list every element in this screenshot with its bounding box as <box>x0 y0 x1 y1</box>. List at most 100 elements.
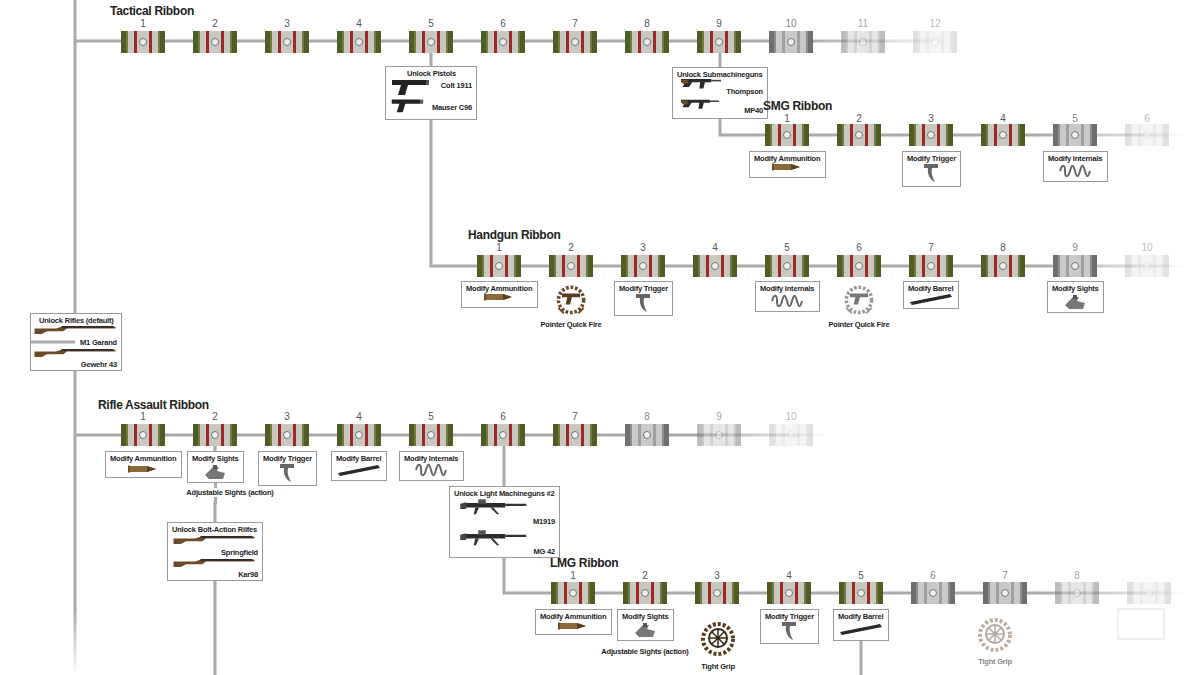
ribbon-icon <box>621 255 665 277</box>
level-number: 7 <box>928 242 934 253</box>
ribbon-icon <box>193 424 237 446</box>
ribbon-icon <box>981 124 1025 146</box>
ribbon-icon <box>337 31 381 53</box>
weapon-name: M1 Garand <box>80 338 117 347</box>
ribbon-icon <box>1053 124 1097 146</box>
level-number: 1 <box>140 411 146 422</box>
level-number: 9 <box>716 411 722 422</box>
level-number: 11 <box>858 18 868 29</box>
level-number: 8 <box>644 18 650 29</box>
ribbon-icon <box>1055 582 1099 604</box>
level-number: 3 <box>284 411 290 422</box>
ribbon-icon <box>623 582 667 604</box>
ribbon-icon <box>839 582 883 604</box>
box-heading: Modify Trigger <box>263 454 312 463</box>
weapon-name: Springfield <box>221 548 258 557</box>
ribbon-icon <box>983 582 1027 604</box>
level-number: 4 <box>356 18 362 29</box>
modify-box: Modify Ammunition <box>535 609 612 635</box>
modify-box: Modify Sights <box>187 451 244 483</box>
ribbon-icon <box>625 31 669 53</box>
level-number: 3 <box>928 113 934 124</box>
perk-label: Adjustable Sights (action) <box>184 488 275 497</box>
level-number: 10 <box>1141 242 1152 253</box>
level-number: 8 <box>644 411 650 422</box>
ribbon-title: Handgun Ribbon <box>468 228 560 242</box>
level-number: 7 <box>572 18 578 29</box>
box-heading: Modify Internals <box>404 454 458 463</box>
level-number: 6 <box>1144 113 1150 124</box>
ribbon-title: Rifle Assault Ribbon <box>98 398 209 412</box>
level-number: 4 <box>356 411 362 422</box>
modify-box: Modify Trigger <box>614 281 673 316</box>
level-number: 1 <box>140 18 146 29</box>
level-number: 3 <box>714 570 720 581</box>
ribbon-icon <box>765 124 809 146</box>
box-heading: Modify Ammunition <box>540 612 606 621</box>
level-number: 1 <box>570 570 576 581</box>
box-heading: Modify Sights <box>622 612 669 621</box>
ribbon-icon <box>767 582 811 604</box>
ribbon-icon <box>553 424 597 446</box>
box-heading: Unlock Rifles (default) <box>39 316 114 325</box>
weapon-name: M1919 <box>533 517 555 526</box>
perk-label: Tight Grip <box>701 662 735 671</box>
box-heading: Modify Ammunition <box>754 154 820 163</box>
ribbon-icon <box>765 255 809 277</box>
level-number: 6 <box>930 570 936 581</box>
ribbon-icon <box>837 255 881 277</box>
ribbon-icon <box>911 582 955 604</box>
ribbon-icon <box>265 31 309 53</box>
ribbon-icon <box>409 424 453 446</box>
box-heading: Modify Ammunition <box>466 284 532 293</box>
box-heading: Modify Barrel <box>336 454 381 463</box>
box-heading: Modify Barrel <box>908 284 953 293</box>
level-number: 5 <box>428 18 434 29</box>
weapon-name: Gewehr 43 <box>81 360 117 369</box>
box-heading: Unlock Pistols <box>407 69 456 78</box>
modify-box: Modify Sights <box>1047 281 1104 313</box>
modify-box: Modify Internals <box>399 451 464 481</box>
ribbon-icon <box>481 424 525 446</box>
perk-label: Pointer Quick Fire <box>829 320 890 329</box>
weapon-name: Kar98 <box>238 570 258 579</box>
level-number: 6 <box>500 18 506 29</box>
box-heading: Modify Trigger <box>765 612 814 621</box>
level-number: 2 <box>212 411 218 422</box>
ribbon-title: SMG Ribbon <box>763 99 832 113</box>
ribbon-icon <box>981 255 1025 277</box>
ribbon-icon <box>1053 255 1097 277</box>
level-number: 2 <box>212 18 218 29</box>
ribbon-icon <box>1127 582 1171 604</box>
ribbon-icon <box>553 31 597 53</box>
ribbon-title: LMG Ribbon <box>550 556 618 570</box>
level-number: 8 <box>1074 570 1080 581</box>
modify-box: Modify Sights <box>617 609 674 641</box>
level-number: 4 <box>1000 113 1006 124</box>
unlock-box: Unlock Bolt-Action RilfesSpringfieldKar9… <box>167 522 263 581</box>
ribbon-icon <box>909 124 953 146</box>
level-number: 2 <box>568 242 574 253</box>
ribbon-icon <box>913 31 957 53</box>
modify-box: Modify Barrel <box>903 281 959 309</box>
ribbon-icon <box>841 31 885 53</box>
level-number: 10 <box>785 18 796 29</box>
ribbon-icon <box>549 255 593 277</box>
box-heading: Unlock Light Machineguns #2 <box>454 489 554 498</box>
modify-box: Modify Ammunition <box>461 281 538 308</box>
level-number: 12 <box>929 18 940 29</box>
modify-box: Modify Barrel <box>833 609 889 641</box>
modify-box: Modify Trigger <box>902 151 961 187</box>
level-number: 5 <box>1072 113 1078 124</box>
perk-label: Pointer Quick Fire <box>541 320 602 329</box>
ribbon-icon <box>1125 124 1169 146</box>
ribbon-icon <box>477 255 521 277</box>
ribbon-icon <box>121 31 165 53</box>
ribbon-icon <box>697 424 741 446</box>
weapon-name: MG 42 <box>533 547 555 556</box>
weapon-name: Thompson <box>726 87 763 96</box>
ribbon-icon <box>697 31 741 53</box>
modify-box: Modify Barrel <box>331 451 387 481</box>
ribbon-icon <box>481 31 525 53</box>
